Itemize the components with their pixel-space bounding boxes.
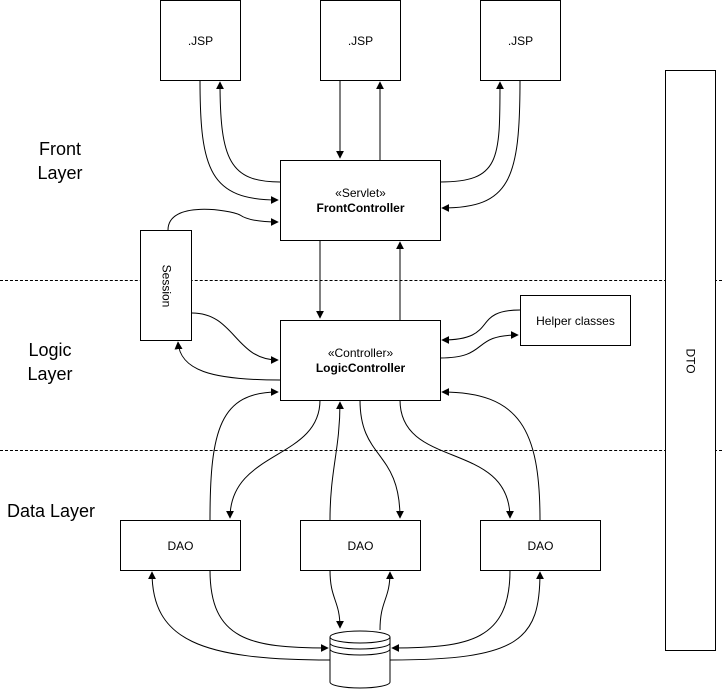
- logic-controller-box[interactable]: «Controller» LogicController: [280, 320, 441, 401]
- arrow-logic-to-dao3: [399, 399, 514, 519]
- dao-label: DAO: [527, 538, 554, 553]
- database-icon: [329, 630, 391, 689]
- arrow-jsp1-to-front: [199, 79, 279, 204]
- front-controller-stereotype: «Servlet»: [335, 185, 386, 200]
- arrow-front-to-jsp3: [439, 81, 504, 183]
- layer-separator-logic-data: [0, 450, 722, 451]
- arrow-dao1-to-db: [209, 569, 329, 652]
- arrow-logic-to-session: [174, 341, 281, 381]
- jsp-box-middle[interactable]: .JSP: [320, 0, 401, 81]
- dao-label: DAO: [167, 538, 194, 553]
- arrow-logic-to-dao1: [226, 399, 321, 519]
- arrow-session-to-logic: [191, 312, 279, 364]
- layer-separator-front-logic: [0, 280, 722, 281]
- session-label: Session: [158, 264, 173, 307]
- dao-box-left[interactable]: DAO: [120, 520, 241, 571]
- arrow-logic-to-dao2: [359, 399, 404, 519]
- arrow-dao3-to-db: [391, 569, 511, 652]
- logic-layer-label: Logic Layer: [27, 340, 73, 384]
- dao-box-middle[interactable]: DAO: [300, 520, 421, 571]
- jsp-label: .JSP: [347, 33, 374, 48]
- arrow-logic-to-helper: [439, 331, 519, 359]
- arrow-jsp3-to-front: [441, 79, 521, 212]
- data-layer-label: Data Layer: [6, 501, 96, 521]
- dto-label: DTO: [683, 347, 698, 374]
- jsp-box-right[interactable]: .JSP: [480, 0, 561, 81]
- front-layer-label: Front Layer: [37, 139, 83, 183]
- logic-controller-stereotype: «Controller»: [327, 345, 394, 360]
- helper-classes-box[interactable]: Helper classes: [520, 295, 631, 346]
- front-controller-name: FrontController: [316, 200, 405, 215]
- arrow-db-to-dao2: [379, 571, 394, 631]
- arrow-front-to-jsp1: [216, 81, 281, 183]
- arrow-dao2-to-logic: [329, 401, 344, 521]
- arrow-helper-to-logic: [441, 309, 521, 344]
- helper-classes-label: Helper classes: [536, 313, 615, 328]
- logic-controller-name: LogicController: [315, 360, 406, 375]
- arrow-dao1-to-logic: [209, 388, 279, 521]
- arrow-dao3-to-logic: [441, 388, 541, 521]
- arrow-session-to-front: [167, 208, 279, 231]
- jsp-box-left[interactable]: .JSP: [160, 0, 241, 81]
- session-box[interactable]: Session: [140, 230, 192, 341]
- front-controller-box[interactable]: «Servlet» FrontController: [280, 160, 441, 241]
- dao-label: DAO: [347, 538, 374, 553]
- dao-box-right[interactable]: DAO: [480, 520, 601, 571]
- arrow-db-to-dao1: [148, 571, 331, 661]
- arrow-dao2-to-db: [329, 569, 344, 629]
- arrow-db-to-dao3: [389, 571, 544, 661]
- jsp-label: .JSP: [507, 33, 534, 48]
- dto-box[interactable]: DTO: [665, 70, 716, 651]
- jsp-label: .JSP: [187, 33, 214, 48]
